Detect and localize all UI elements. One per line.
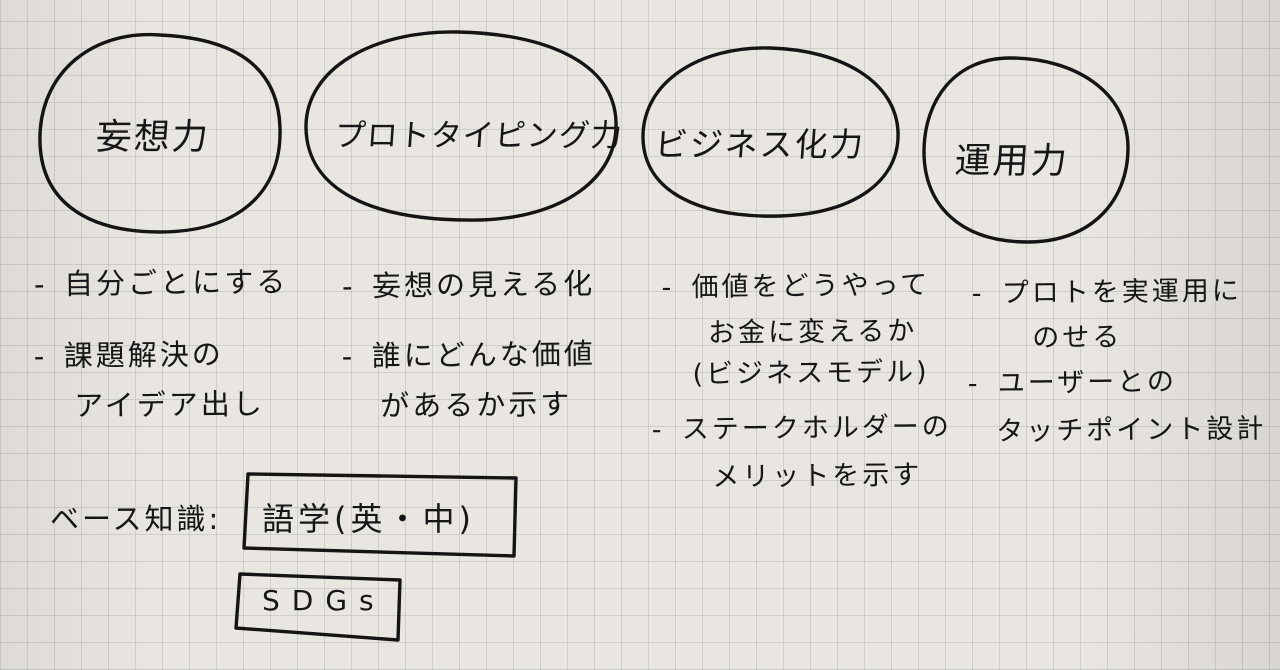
note-line: アイデア出し (74, 386, 265, 423)
skill-circle-0 (38, 32, 282, 234)
base-box-0 (242, 472, 518, 558)
note-line: があるか示す (380, 386, 573, 423)
note-line: プロトを実運用に (1001, 275, 1242, 310)
note-line: お金に変えるか (707, 315, 918, 349)
note-line: 妄想の見える化 (371, 266, 596, 304)
base-knowledge-item-1: SDGs (262, 584, 386, 617)
note-line: (ビジネスモデル) (692, 356, 930, 391)
skill-label-2: ビジネス化力 (653, 125, 867, 164)
note-line: 課題解決の (63, 337, 224, 373)
base-box-1 (234, 572, 402, 642)
base-knowledge-label: ベース知識: (50, 502, 222, 536)
note-line: 誰にどんな価値 (371, 336, 596, 374)
note-line: 価値をどうやって (691, 269, 931, 304)
note-line: ステークホルダーの (681, 411, 952, 446)
skill-3-note-0: -プロトを実運用に のせる (972, 267, 1243, 360)
skill-label-3: 運用力 (953, 141, 1071, 182)
skill-2-note-0: -価値をどうやって お金に変えるか (ビジネスモデル) (661, 261, 931, 396)
skill-label-1: プロトタイピング力 (333, 118, 625, 154)
note-line: タッチポイント設計 (996, 413, 1267, 448)
skill-1-note-0: -妄想の見える化 (341, 266, 596, 304)
skill-0-note-1: -課題解決の アイデア出し (33, 329, 265, 431)
skill-1-note-1: -誰にどんな価値 があるか示す (341, 329, 596, 432)
skill-3-note-1: -ユーザーとの タッチポイント設計 (968, 356, 1267, 455)
note-line: メリットを示す (712, 459, 923, 493)
base-knowledge-item-0: 語学(英・中) (262, 500, 475, 538)
note-line: 自分ごとにする (63, 264, 289, 302)
skill-0-note-0: -自分ごとにする (33, 264, 289, 302)
note-line: のせる (1032, 321, 1123, 354)
skill-circle-1 (304, 30, 618, 222)
skill-2-note-1: -ステークホルダーの メリットを示す (652, 402, 953, 501)
skill-label-0: 妄想力 (94, 117, 212, 158)
skill-circle-2 (641, 46, 900, 218)
note-line: ユーザーとの (997, 366, 1178, 400)
skill-circle-3 (922, 56, 1130, 244)
